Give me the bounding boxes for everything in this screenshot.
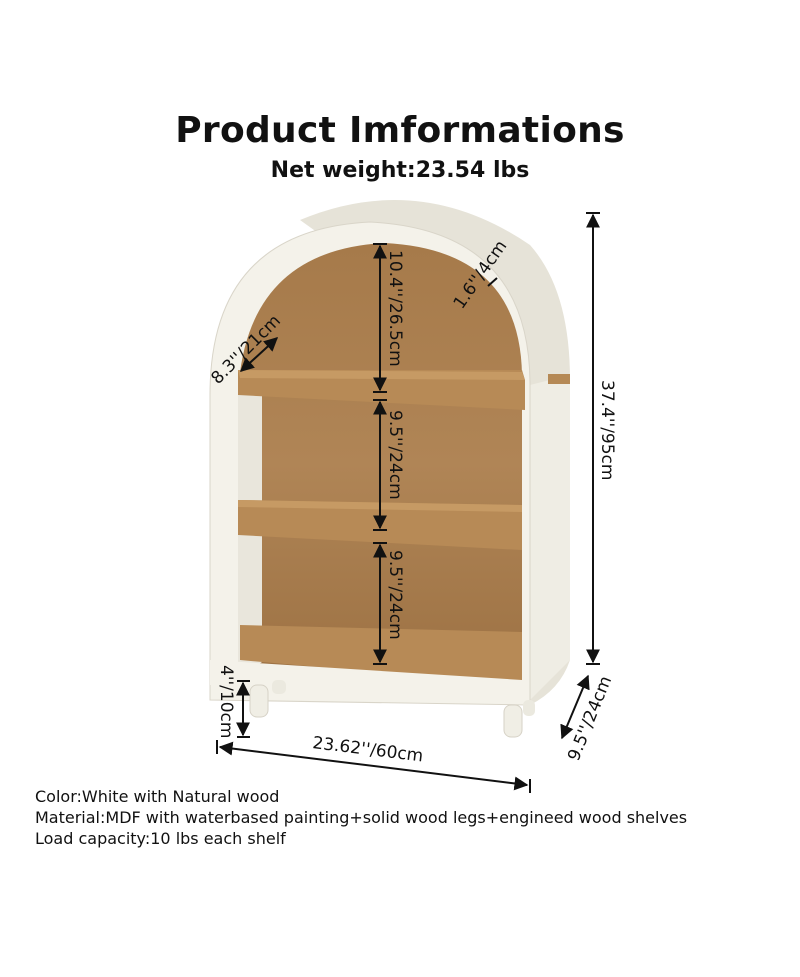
width-label: 23.62''/60cm — [311, 733, 424, 766]
total-height-label: 37.4''/95cm — [597, 380, 617, 480]
leg-height-label: 4''/10cm — [216, 665, 236, 738]
bottom-compartment-label: 9.5''/24cm — [385, 550, 405, 640]
net-weight: Net weight:23.54 lbs — [270, 158, 530, 183]
spec-color: Color:White with Natural wood — [35, 787, 280, 806]
spec-material: Material:MDF with waterbased painting+so… — [35, 808, 688, 827]
product-specs: Color:White with Natural wood Material:M… — [35, 786, 687, 849]
depth-label: 9.5''/24cm — [564, 673, 616, 764]
page-title: Product Imformations — [175, 110, 625, 151]
spec-load-capacity: Load capacity:10 lbs each shelf — [35, 829, 286, 848]
middle-compartment-label: 9.5''/24cm — [385, 410, 405, 500]
top-compartment-label: 10.4''/26.5cm — [385, 250, 405, 367]
